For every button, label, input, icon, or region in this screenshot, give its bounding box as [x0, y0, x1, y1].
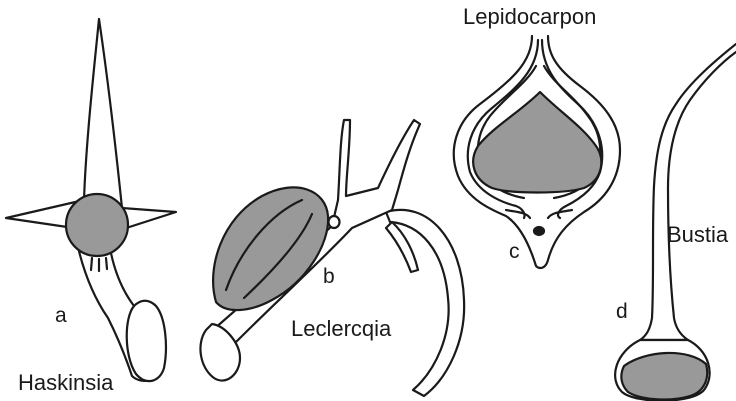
leclercqia-ligule — [329, 216, 340, 228]
haskinsia-heel — [127, 301, 166, 381]
label-lepidocarpon: Lepidocarpon — [463, 6, 596, 28]
label-leclercqia: Leclercqia — [291, 318, 391, 340]
haskinsia-sporophyll — [6, 19, 176, 381]
haskinsia-sporangium — [66, 194, 128, 256]
bustia-stalk — [640, 44, 736, 340]
label-c: c — [509, 241, 520, 262]
leclercqia-sporangium — [213, 187, 328, 310]
label-bustia: Bustia — [667, 224, 728, 246]
bustia-sporangium — [621, 353, 707, 400]
leclercqia-sporophyll — [200, 120, 464, 396]
lepidocarpon-section — [454, 36, 620, 268]
label-b: b — [323, 266, 335, 287]
lepidocarpon-dot — [534, 227, 544, 235]
label-a: a — [55, 305, 67, 326]
label-haskinsia: Haskinsia — [18, 372, 113, 394]
label-d: d — [616, 301, 628, 322]
